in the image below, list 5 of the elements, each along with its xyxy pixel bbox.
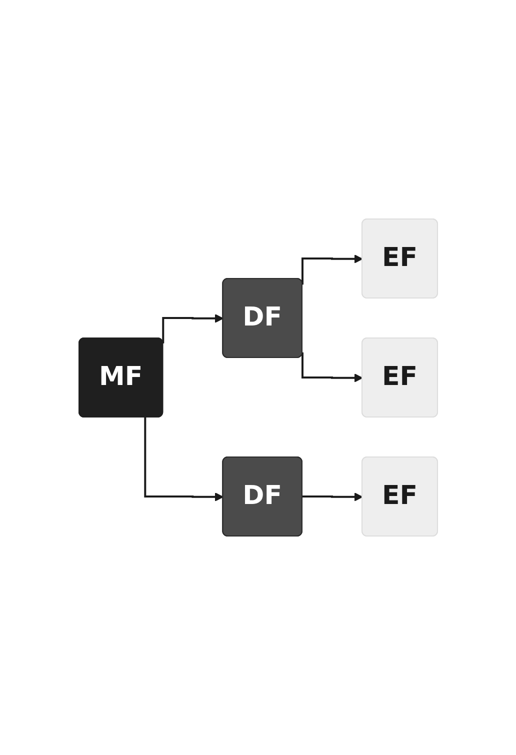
- arrow: [162, 314, 224, 344]
- arrow: [301, 492, 363, 502]
- arrow: [144, 418, 224, 502]
- arrow: [301, 254, 363, 285]
- arrow: [301, 352, 363, 382]
